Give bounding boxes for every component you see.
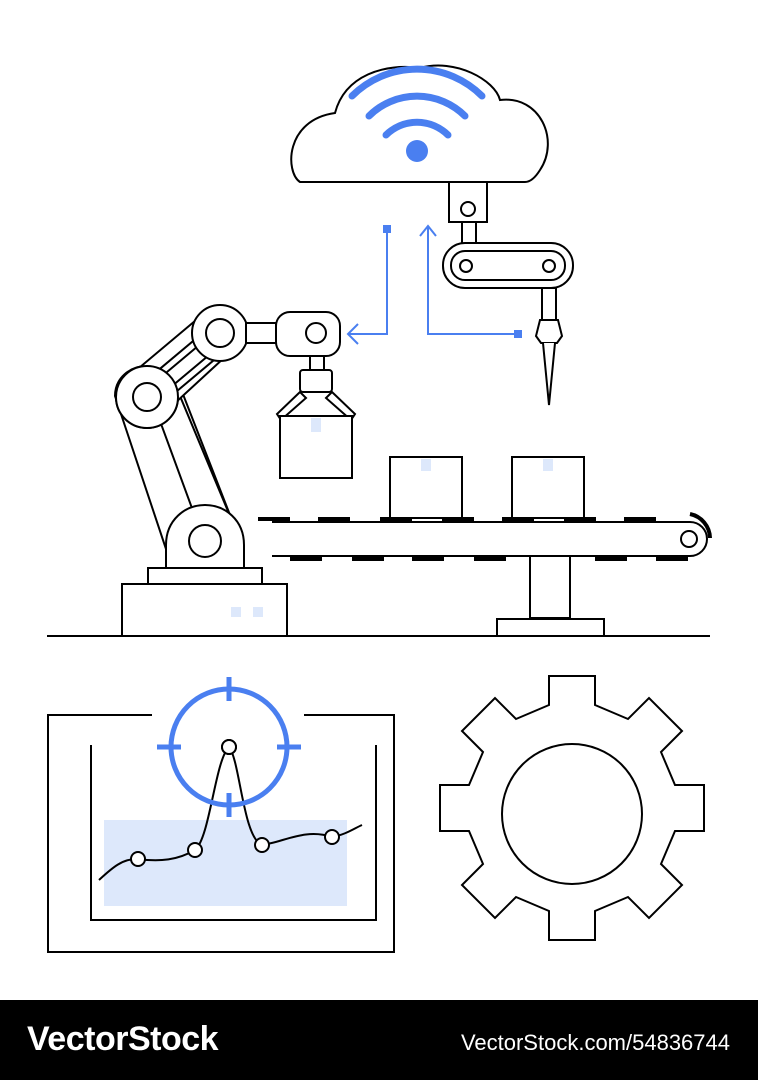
signal-node [383,225,391,233]
base-indicator [253,607,263,617]
automation-illustration [47,64,712,953]
package-label [311,418,321,432]
wifi-icon [348,65,486,139]
target-chart-icon [47,677,395,953]
gear-icon [439,675,705,941]
image-id-label: VectorStock.com/54836744 [460,1030,730,1055]
base-indicator [231,607,241,617]
watermark-footer: VectorStock VectorStock.com/54836744 [0,1000,758,1080]
package-icon [389,456,585,519]
ceiling-robot-icon [442,181,574,406]
conveyor-belt-icon [272,512,712,637]
crosshair-icon [157,677,301,817]
robotic-arm-icon [113,304,357,637]
brand-logo: VectorStock [27,1020,219,1058]
signal-node [514,330,522,338]
package-label [543,459,553,471]
signal-lines [346,224,518,345]
target-point [221,739,237,755]
package-label [421,459,431,471]
wifi-dot [406,140,428,162]
